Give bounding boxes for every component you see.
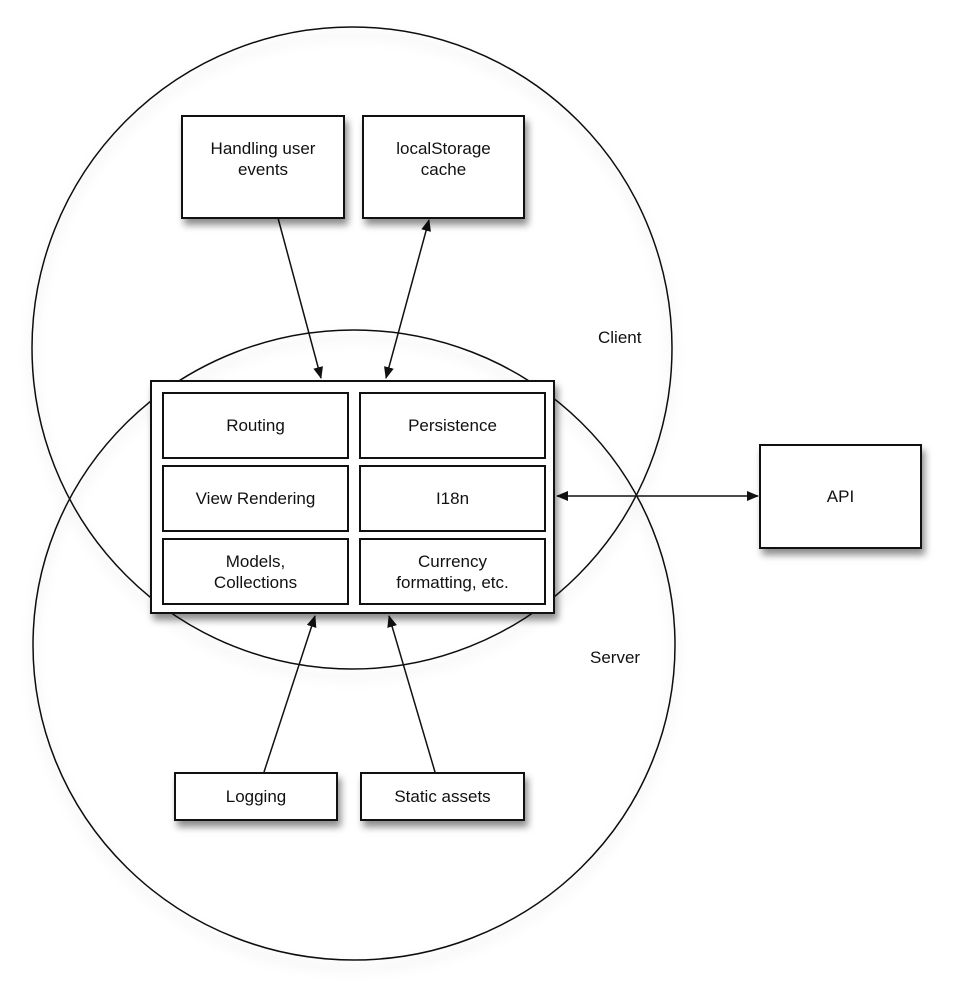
core-module-routing: Routing xyxy=(162,392,349,459)
core-modules-container: Routing Persistence View Rendering I18n … xyxy=(150,380,555,614)
client-circle xyxy=(31,26,673,670)
core-module-view-rendering: View Rendering xyxy=(162,465,349,532)
local-storage-box: localStorage cache xyxy=(362,115,525,219)
core-module-persistence: Persistence xyxy=(359,392,546,459)
client-label: Client xyxy=(598,328,642,347)
core-module-i18n: I18n xyxy=(359,465,546,532)
api-box: API xyxy=(759,444,922,549)
user-events-box: Handling user events xyxy=(181,115,345,219)
static-assets-box: Static assets xyxy=(360,772,525,821)
arrow-user-events-to-core xyxy=(277,217,323,379)
server-circle xyxy=(32,329,676,961)
core-module-currency-formatting: Currency formatting, etc. xyxy=(359,538,546,605)
core-module-models-collections: Models, Collections xyxy=(162,538,349,605)
logging-box: Logging xyxy=(174,772,338,821)
arrow-static-assets-to-core xyxy=(387,615,436,773)
arrow-local-storage-core xyxy=(384,219,431,379)
arrow-logging-to-core xyxy=(263,615,317,773)
server-label: Server xyxy=(590,648,641,667)
